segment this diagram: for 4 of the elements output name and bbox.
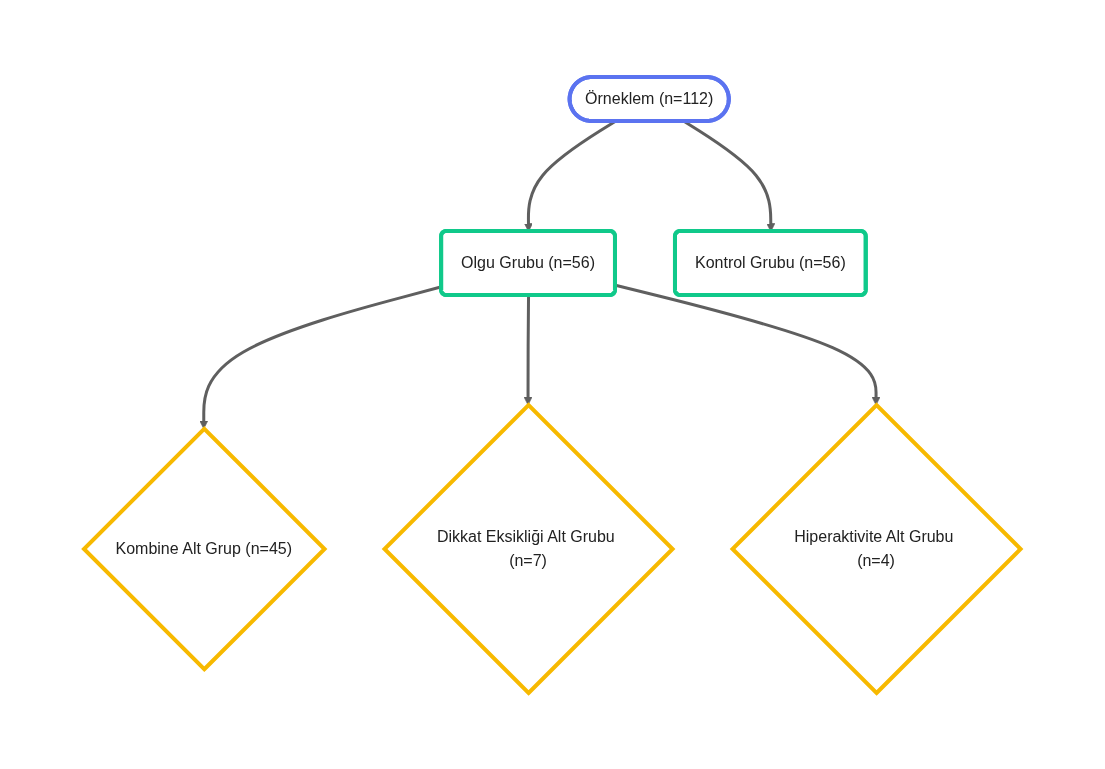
node-diamond: Kombine Alt Grup (n=45) bbox=[81, 425, 328, 672]
node-diamond: Dikkat Eksikliği Alt Grubu (n=7) bbox=[381, 401, 676, 696]
node-diamond: Hiperaktivite Alt Grubu (n=4) bbox=[729, 401, 1024, 696]
arrow bbox=[523, 295, 533, 405]
